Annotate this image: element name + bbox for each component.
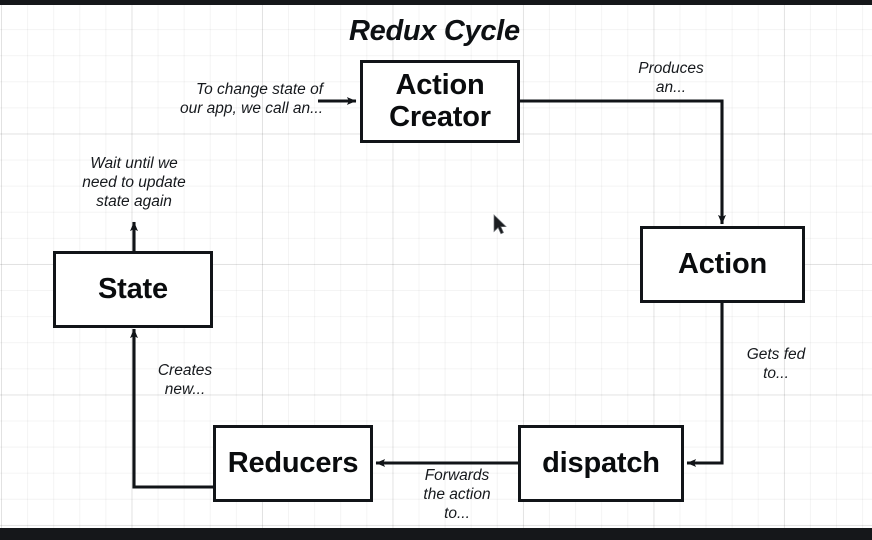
letterbox-top xyxy=(0,0,872,5)
node-state[interactable]: State xyxy=(53,251,213,328)
letterbox-bottom xyxy=(0,528,872,540)
node-dispatch[interactable]: dispatch xyxy=(518,425,684,502)
mouse-cursor-icon xyxy=(493,214,507,235)
edge-action-to-dispatch xyxy=(686,303,724,467)
edge-reducers-to-state xyxy=(130,328,213,489)
edge-label-wait-until-we: Wait until we need to update state again xyxy=(82,155,186,210)
edge-label-forwards-the-action-to: Forwards the action to... xyxy=(423,467,491,522)
edge-label-gets-fed-to: Gets fed to... xyxy=(746,346,806,382)
node-reducers[interactable]: Reducers xyxy=(213,425,373,502)
node-action[interactable]: Action xyxy=(640,226,805,303)
edge-label-produces-an: Produces an... xyxy=(638,60,704,96)
edge-label-to-action-creator: To change state of our app, we call an..… xyxy=(179,81,323,117)
node-action-creator[interactable]: Action Creator xyxy=(360,60,520,143)
edge-label-creates-new: Creates new... xyxy=(157,362,213,398)
edge-creator-to-action xyxy=(520,99,726,225)
diagram-title: Redux Cycle xyxy=(349,15,520,47)
